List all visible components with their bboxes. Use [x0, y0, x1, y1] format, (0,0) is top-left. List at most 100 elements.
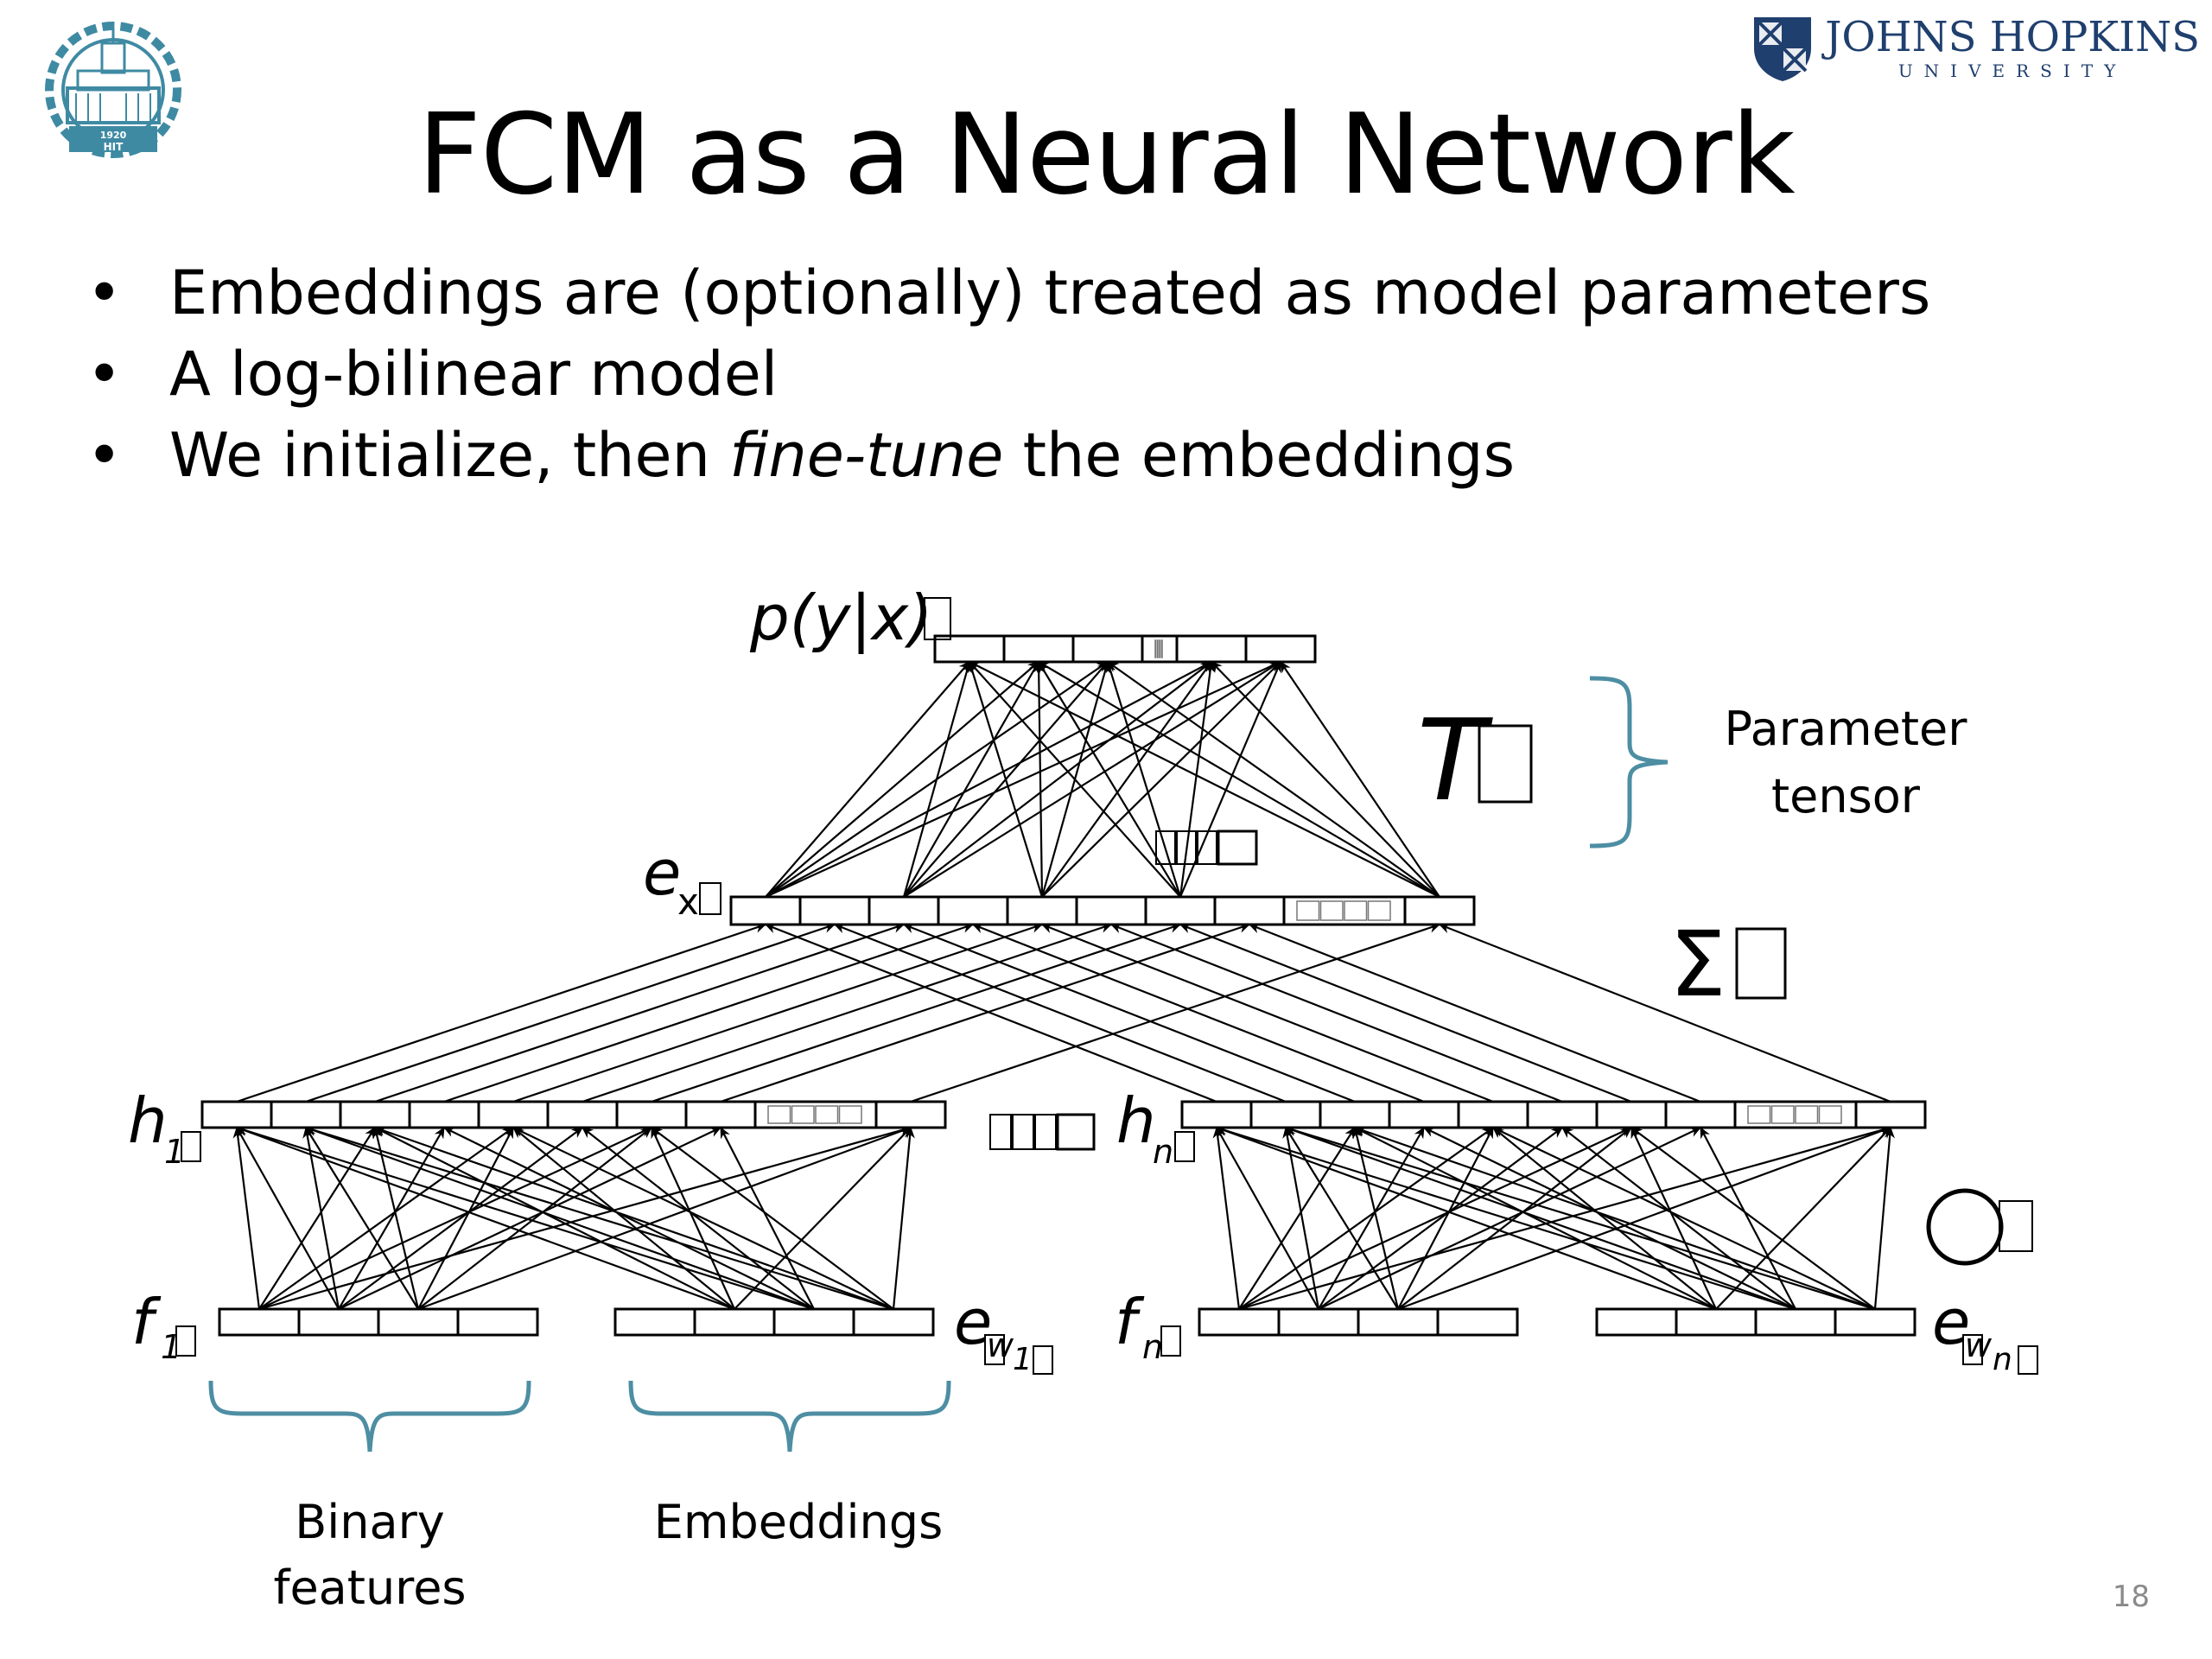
output-layer-cell: [1175, 634, 1248, 664]
jhu-logo: JOHNS HOPKINS UNIVERSITY: [1751, 14, 2200, 83]
connection-line: [720, 1127, 815, 1310]
missing-glyph-icon: [1174, 1131, 1195, 1162]
bullet-item: •We initialize, then fine-tune the embed…: [86, 415, 1930, 496]
ellipsis-icon: [767, 1105, 862, 1124]
hn-layer-cell: [1319, 1100, 1391, 1129]
connection-line: [1715, 1127, 1891, 1310]
h1-layer-cell: [546, 1100, 619, 1129]
hn-layer-cell: [1180, 1100, 1253, 1129]
connection-line: [1397, 1126, 1891, 1311]
T-text: T: [1417, 695, 1493, 826]
slide-title: FCM as a Neural Network: [417, 91, 1795, 219]
connection-line: [651, 1127, 894, 1310]
jhu-name: JOHNS HOPKINS: [1825, 13, 2200, 61]
ex-layer-cell: [868, 895, 940, 926]
missing-glyph-icon: [1033, 1345, 1053, 1375]
sum-text: Σ: [1669, 912, 1726, 1017]
ew1-layer: [613, 1307, 935, 1337]
connection-line: [305, 923, 836, 1103]
connection-line: [443, 923, 974, 1103]
connection-line: [1318, 1127, 1425, 1310]
connection-line: [892, 1127, 915, 1310]
label-e-x: e x: [643, 836, 721, 923]
connection-line: [1397, 1127, 1632, 1310]
connection-line: [1033, 661, 1045, 898]
e-w1-sub: w: [987, 1326, 1014, 1364]
ellipsis-icon: [1155, 830, 1258, 866]
parameter-bracket: [1589, 676, 1669, 849]
connection-line: [972, 923, 1425, 1103]
connection-line: [417, 1127, 514, 1310]
connection-line: [236, 1126, 735, 1311]
missing-glyph-icon: [1160, 1325, 1181, 1357]
connection-line: [1179, 923, 1632, 1103]
bullet-text: A log-bilinear model: [169, 339, 779, 410]
binary-features-line1: Binary: [295, 1495, 445, 1549]
label-sum: Σ: [1669, 912, 1787, 1017]
connection-line: [1397, 1127, 1494, 1310]
missing-glyph-icon: [181, 1131, 201, 1162]
missing-glyph-icon: [699, 882, 721, 915]
connection-line: [338, 1127, 721, 1310]
h1-layer-cell: [339, 1100, 411, 1129]
missing-glyph-icon: [984, 1334, 1005, 1365]
connection-line: [582, 923, 1112, 1103]
ellipsis-icon: [1296, 900, 1391, 921]
f1-layer: [218, 1307, 539, 1337]
h1-layer-cell: [200, 1100, 273, 1129]
ew1-layer-cell: [772, 1307, 855, 1337]
ellipsis-icon: [1154, 639, 1163, 658]
label-e-wn: e w n: [1932, 1286, 2038, 1377]
h1-main: h: [128, 1084, 168, 1157]
missing-glyph-icon: [2018, 1345, 2038, 1375]
connection-line: [582, 1127, 815, 1310]
bullet-dot-icon: •: [86, 257, 123, 328]
e-wn-subsub: n: [1993, 1342, 2012, 1377]
h1-layer-cell: [684, 1100, 757, 1129]
hn-layer-cell: [1526, 1100, 1599, 1129]
connection-line: [1492, 1127, 1717, 1310]
connection-line: [910, 923, 1440, 1103]
label-p-y-x: p(y|x): [749, 582, 951, 655]
connection-line: [1238, 1127, 1494, 1310]
output-layer-cell: [1071, 634, 1144, 664]
fn-sub: n: [1142, 1328, 1163, 1366]
connection-line: [512, 1127, 894, 1310]
missing-glyph-icon: [1735, 927, 1787, 1000]
connection-line: [258, 1127, 376, 1310]
outer-product-icon: [1926, 1188, 2033, 1266]
connection-line: [443, 1127, 815, 1310]
hn-layer: [1180, 1100, 1927, 1129]
connection-line: [1354, 1127, 1717, 1310]
bullet-text: fine-tune: [729, 420, 1004, 491]
e-wn-sub: w: [1965, 1326, 1993, 1364]
h1-layer-cell: [477, 1100, 550, 1129]
fn-layer-cell: [1357, 1307, 1440, 1337]
connection-line: [903, 661, 1039, 898]
hn-layer-cell: [1854, 1100, 1927, 1129]
label-hn: h n: [1116, 1084, 1195, 1171]
connection-line: [372, 1127, 420, 1310]
parameter-tensor-line2: tensor: [1771, 769, 1921, 823]
binary-features-bracket: [208, 1380, 531, 1452]
ex-layer-cell: [937, 895, 1009, 926]
connection-line: [1107, 661, 1440, 898]
ellipsis-icon: [989, 1113, 1096, 1151]
f1-layer-cell: [218, 1307, 301, 1337]
connection-line: [1700, 1127, 1796, 1310]
ex-layer-cell: [1403, 895, 1476, 926]
f1-layer-cell: [377, 1307, 460, 1337]
bullet-text: We initialize, then: [169, 420, 730, 491]
connection-line: [1282, 1127, 1320, 1310]
connection-line: [1212, 1127, 1241, 1310]
connection-line: [417, 1127, 652, 1310]
connection-line: [903, 661, 1281, 898]
connection-line: [1238, 1125, 1891, 1311]
f1-sub: 1: [161, 1328, 181, 1366]
page-number: 18: [2112, 1580, 2150, 1614]
ewn-layer-cell: [1595, 1307, 1678, 1337]
connection-line: [765, 923, 1217, 1103]
h1-layer-cell: [615, 1100, 688, 1129]
bullet-list: •Embeddings are (optionally) treated as …: [86, 252, 1930, 496]
